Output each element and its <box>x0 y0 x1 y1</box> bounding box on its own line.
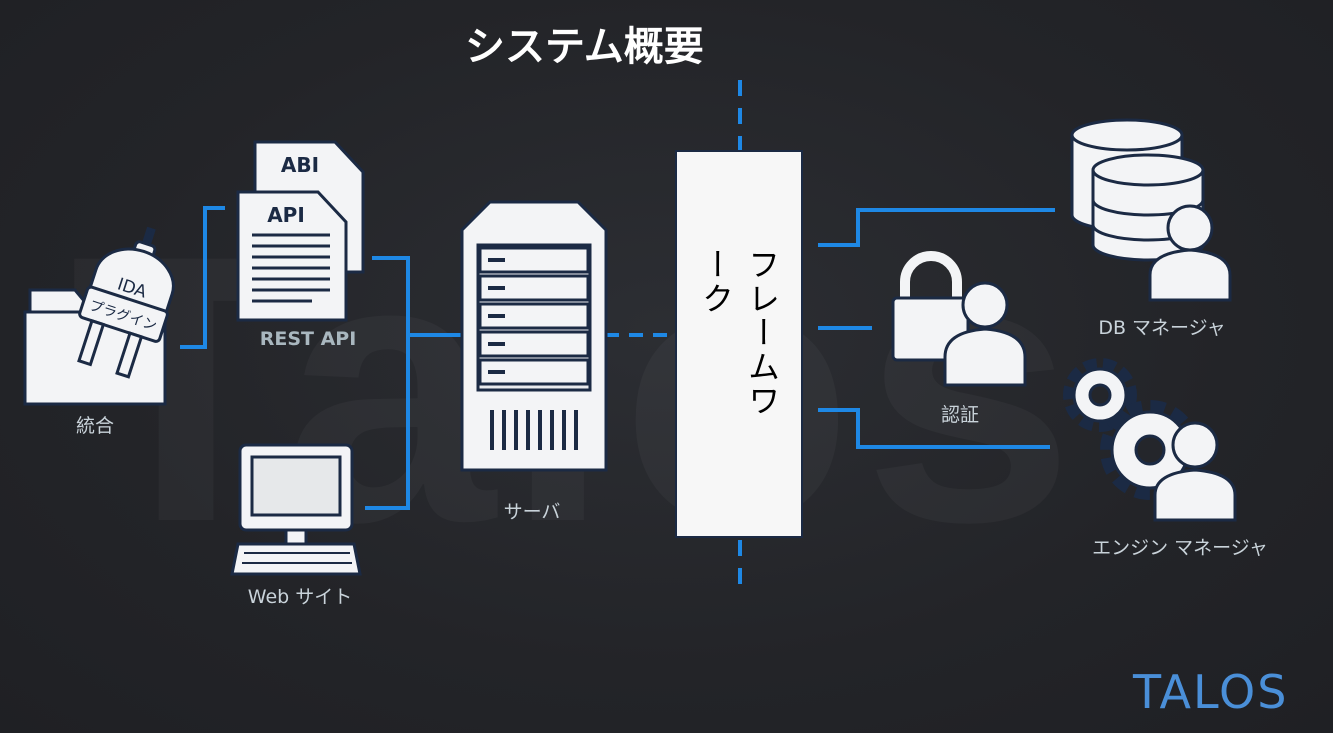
server-icon <box>460 200 608 472</box>
server-label: サーバ <box>503 501 561 523</box>
gears-user-icon <box>1063 358 1237 522</box>
framework-box: フレームワーク <box>675 150 803 538</box>
framework-label: フレームワーク <box>697 248 781 418</box>
auth-label: 認証 <box>940 404 980 426</box>
document-icon: ABI API <box>236 140 365 322</box>
monitor-icon <box>230 443 362 576</box>
database-user-icon <box>1070 118 1232 302</box>
talos-logo: TALOS <box>1133 665 1289 719</box>
doc-back-text: ABI <box>281 153 319 177</box>
website-label: Web サイト <box>247 586 353 608</box>
page-title: システム概要 <box>465 24 704 70</box>
connector-framework-db <box>818 208 1055 247</box>
connector-integration-restapi <box>180 206 225 349</box>
connectors <box>180 80 1055 590</box>
connector-restapi-bus <box>365 256 410 510</box>
integration-label: 統合 <box>75 415 115 437</box>
db-manager-label: DB マネージャ <box>1098 317 1226 339</box>
engine-manager-label: エンジン マネージャ <box>1092 537 1268 559</box>
rest-api-label: REST API <box>259 328 357 350</box>
connector-framework-engine <box>818 408 1050 449</box>
doc-front-text: API <box>267 203 305 227</box>
lock-user-icon <box>891 251 1027 387</box>
folder-plugin-icon: IDA プラグイン <box>23 226 175 406</box>
